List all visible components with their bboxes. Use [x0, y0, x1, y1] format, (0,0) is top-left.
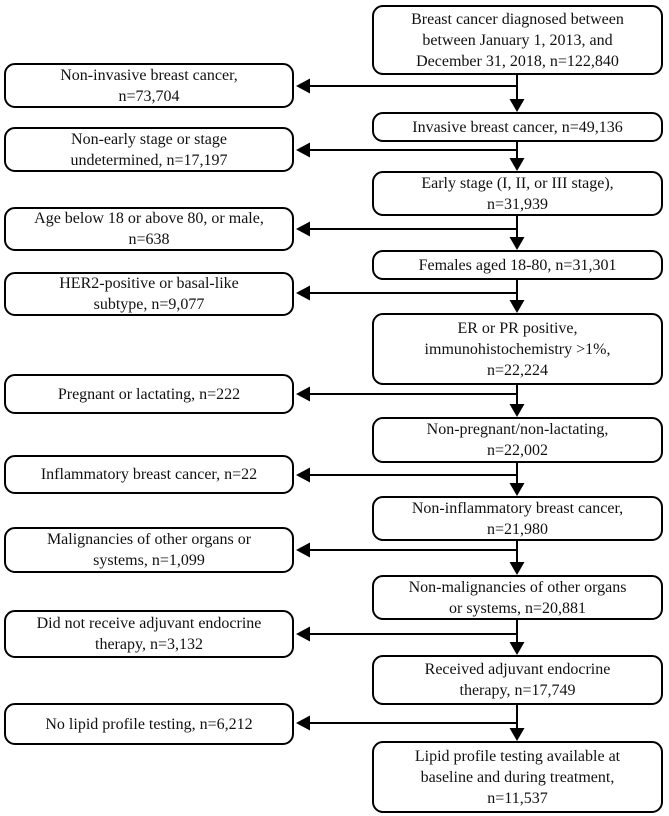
left-arrowhead [296, 467, 310, 483]
down-arrowhead [509, 728, 525, 741]
connector-9 [296, 705, 525, 741]
left-arrowhead [296, 542, 310, 558]
box-received-endocrine: Received adjuvant endocrine therapy, n=1… [372, 655, 663, 705]
left-arrowhead [296, 285, 310, 301]
down-arrowhead [509, 237, 525, 250]
box-excluded-no-lipid-testing: No lipid profile testing, n=6,212 [4, 703, 294, 745]
connector-2 [296, 142, 525, 171]
left-arrowhead [296, 626, 310, 642]
box-excluded-other-malignancies: Malignancies of other organs or systems,… [4, 527, 294, 573]
connector-3 [296, 216, 525, 250]
down-arrowhead [509, 404, 525, 417]
box-excluded-inflammatory: Inflammatory breast cancer, n=22 [4, 455, 294, 494]
down-arrowhead [509, 158, 525, 171]
box-excluded-pregnant: Pregnant or lactating, n=222 [4, 374, 294, 414]
connector-1 [296, 75, 525, 112]
box-excluded-age-male: Age below 18 or above 80, or male, n=638 [4, 207, 294, 251]
down-arrowhead [509, 483, 525, 496]
box-lipid-testing: Lipid profile testing available at basel… [372, 741, 663, 813]
down-arrowhead [509, 642, 525, 655]
left-arrowhead [296, 221, 310, 237]
box-excluded-her2-basal: HER2-positive or basal-like subtype, n=9… [4, 272, 294, 316]
connector-6 [296, 463, 525, 496]
box-non-pregnant: Non-pregnant/non-lactating, n=22,002 [372, 417, 663, 463]
connector-7 [296, 541, 525, 575]
left-arrowhead [296, 78, 310, 94]
box-early-stage: Early stage (I, II, or III stage), n=31,… [372, 171, 663, 216]
down-arrowhead [509, 562, 525, 575]
connector-8 [296, 620, 525, 655]
connector-5 [296, 385, 525, 417]
box-excluded-non-early-stage: Non-early stage or stage undetermined, n… [4, 127, 294, 172]
left-arrowhead [296, 142, 310, 158]
down-arrowhead [509, 99, 525, 112]
box-non-inflammatory: Non-inflammatory breast cancer, n=21,980 [372, 496, 663, 541]
box-invasive: Invasive breast cancer, n=49,136 [372, 112, 663, 142]
box-diagnosed: Breast cancer diagnosed between between … [372, 5, 663, 75]
box-excluded-no-endocrine: Did not receive adjuvant endocrine thera… [4, 610, 294, 658]
box-females-18-80: Females aged 18-80, n=31,301 [372, 250, 663, 280]
box-er-pr-positive: ER or PR positive, immunohistochemistry … [372, 313, 663, 385]
down-arrowhead [509, 300, 525, 313]
left-arrowhead [296, 715, 310, 731]
connector-4 [296, 280, 525, 313]
left-arrowhead [296, 386, 310, 402]
box-non-malignancies: Non-malignancies of other organs or syst… [372, 575, 663, 620]
box-excluded-non-invasive: Non-invasive breast cancer, n=73,704 [4, 63, 294, 108]
